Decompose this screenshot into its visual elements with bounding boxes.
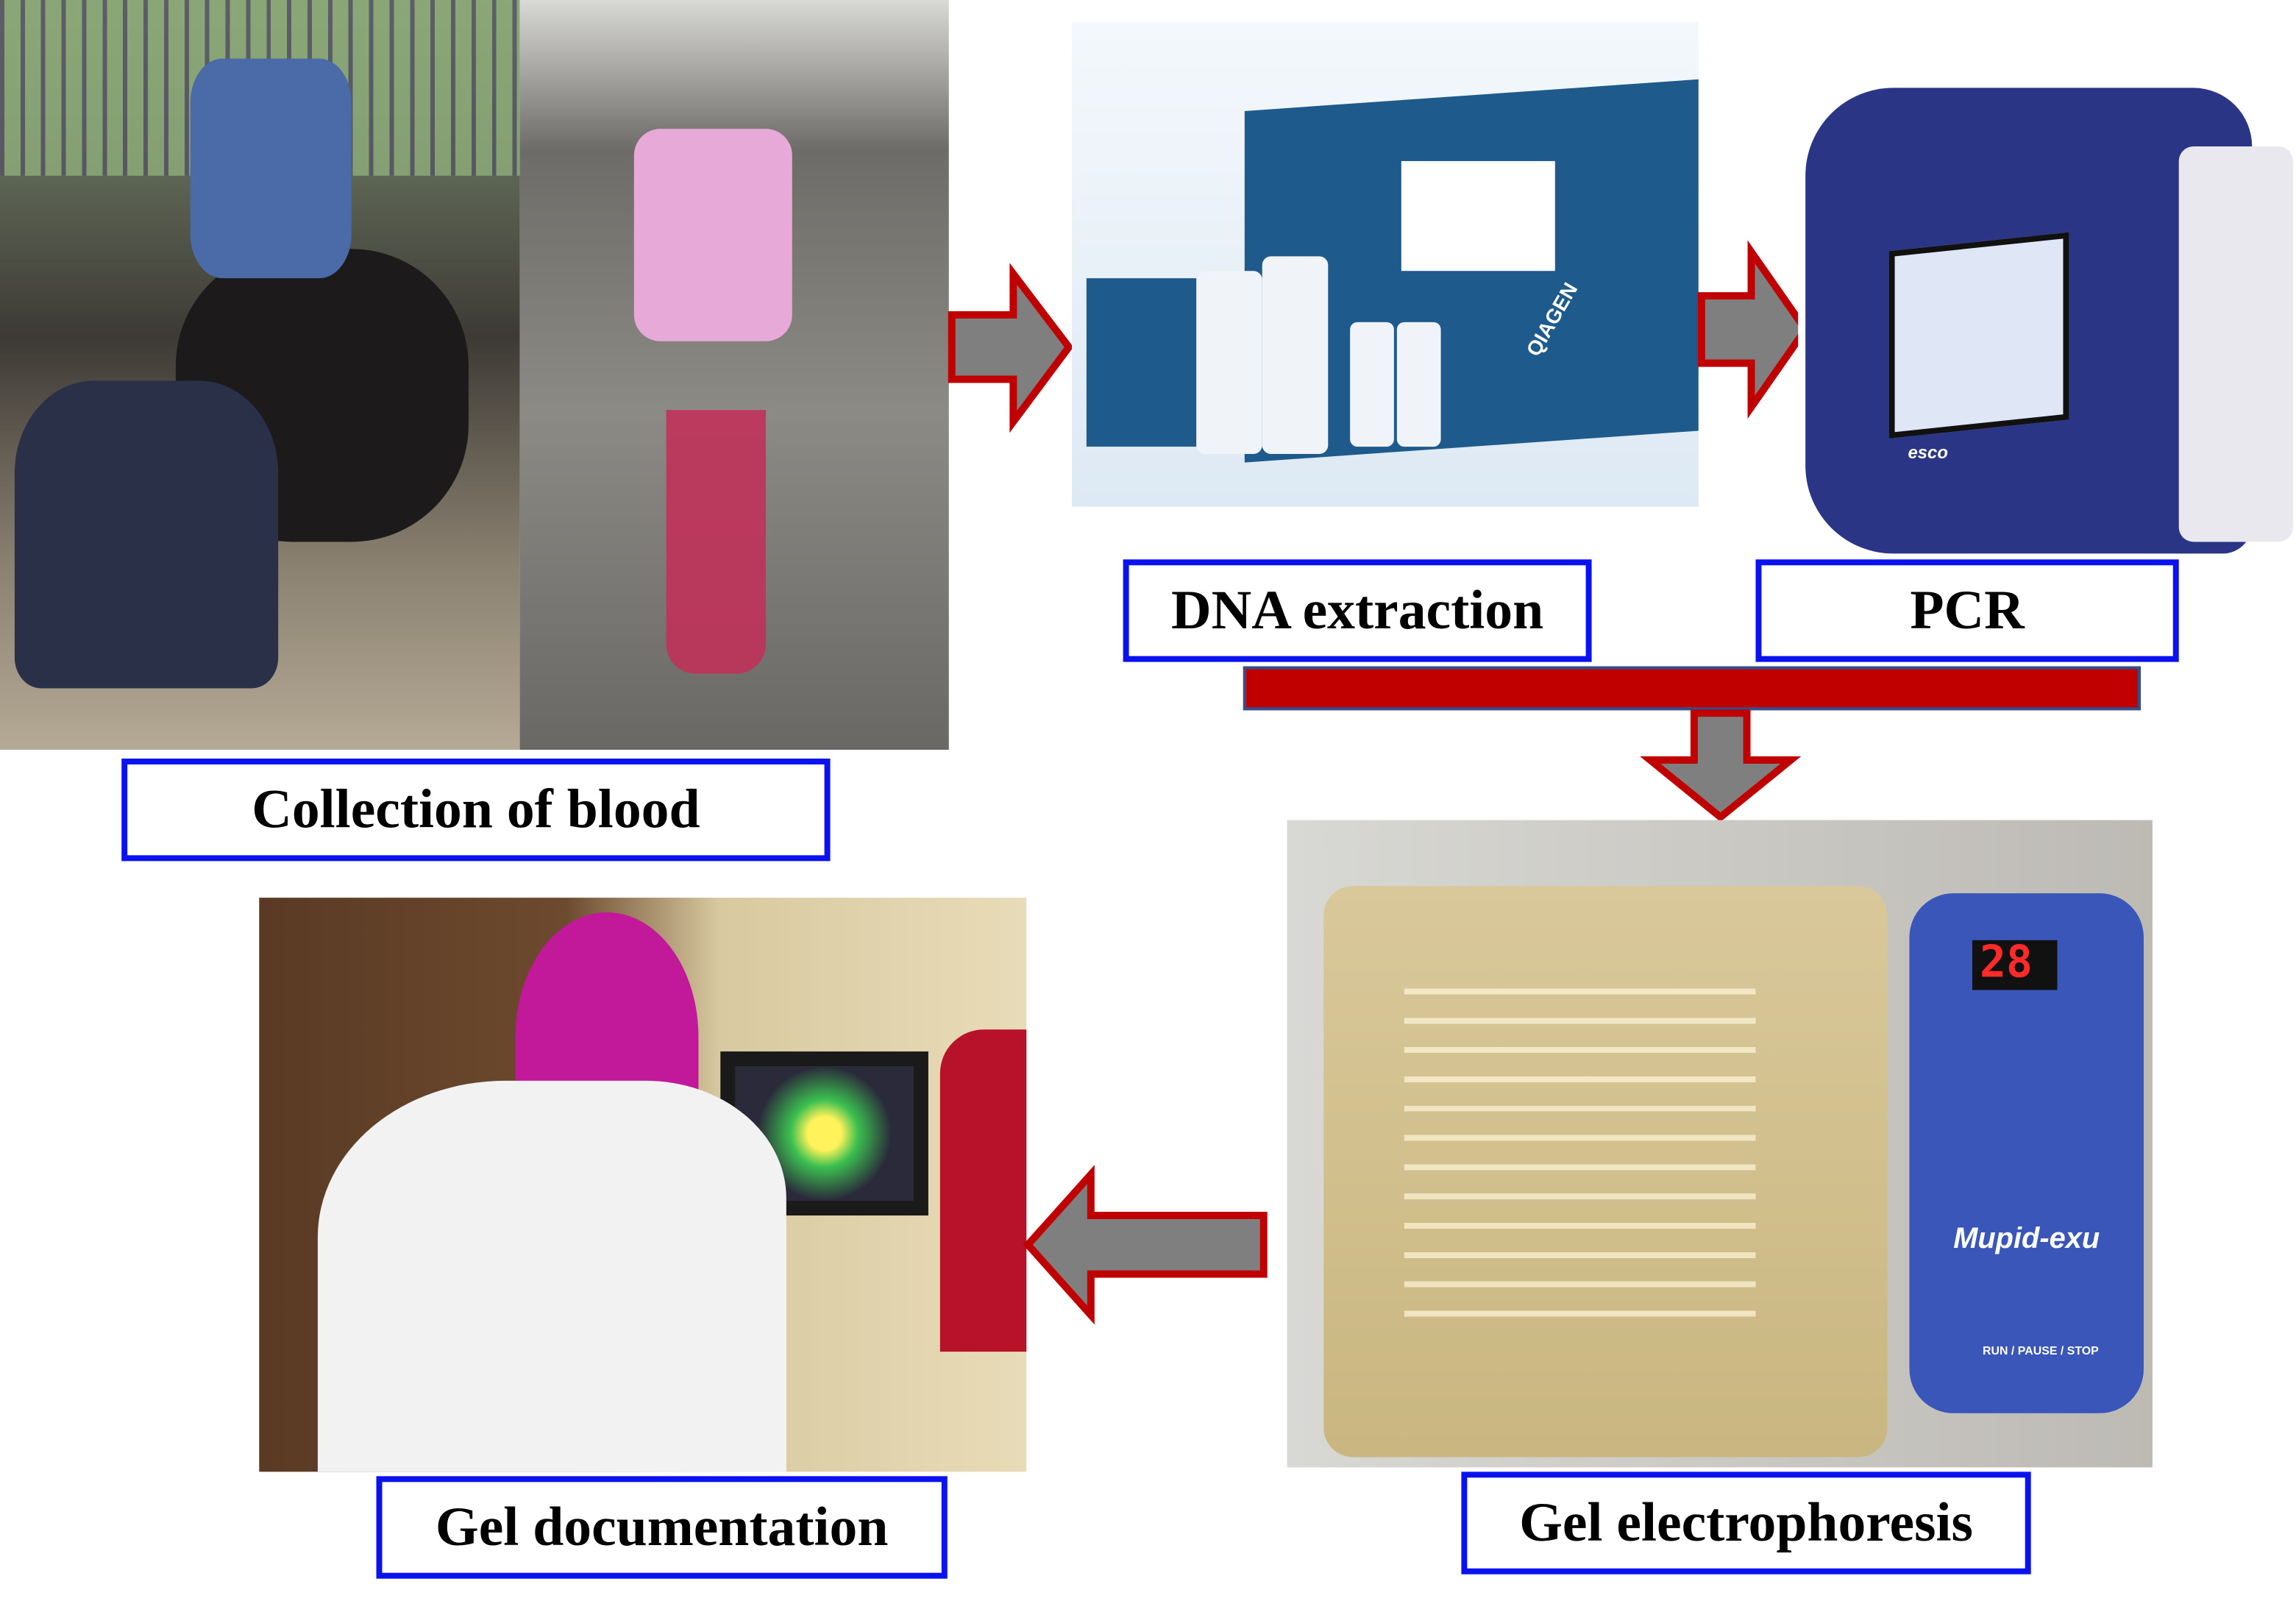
arrow-right-icon [1697, 240, 1810, 419]
arrow-shape [948, 263, 1074, 433]
pcr-machine-photo: esco [1798, 58, 2296, 557]
gel-electrophoresis-label: Gel electrophoresis [1461, 1472, 2031, 1575]
arrow-down-icon [1640, 709, 1802, 823]
arrow-shape [1697, 240, 1810, 419]
arrow-right-icon [948, 263, 1074, 433]
collection-of-blood-label: Collection of blood [121, 759, 831, 862]
gel-documentation-label: Gel documentation [376, 1476, 948, 1579]
run-pause-stop-text: RUN / PAUSE / STOP [1983, 1344, 2099, 1358]
mupid-brand-text: Mupid-exu [1953, 1222, 2100, 1255]
dna-extraction-kit-photo: QIAGEN [1071, 21, 1699, 507]
gel-electrophoresis-photo: 28 Mupid-exu RUN / PAUSE / STOP [1287, 820, 2153, 1468]
esco-brand-text: esco [1908, 442, 1948, 463]
arrow-shape [1640, 709, 1802, 823]
pcr-label: PCR [1755, 559, 2179, 662]
connector-bar [1243, 666, 2141, 711]
blood-tube-photo [519, 0, 949, 750]
blood-collection-photo [0, 0, 520, 750]
timer-display: 28 [1980, 937, 2033, 989]
dna-extraction-label: DNA extraction [1123, 559, 1592, 662]
gel-documentation-photo [259, 898, 1027, 1472]
arrow-left-icon [1023, 1165, 1268, 1325]
arrow-shape [1023, 1165, 1268, 1325]
